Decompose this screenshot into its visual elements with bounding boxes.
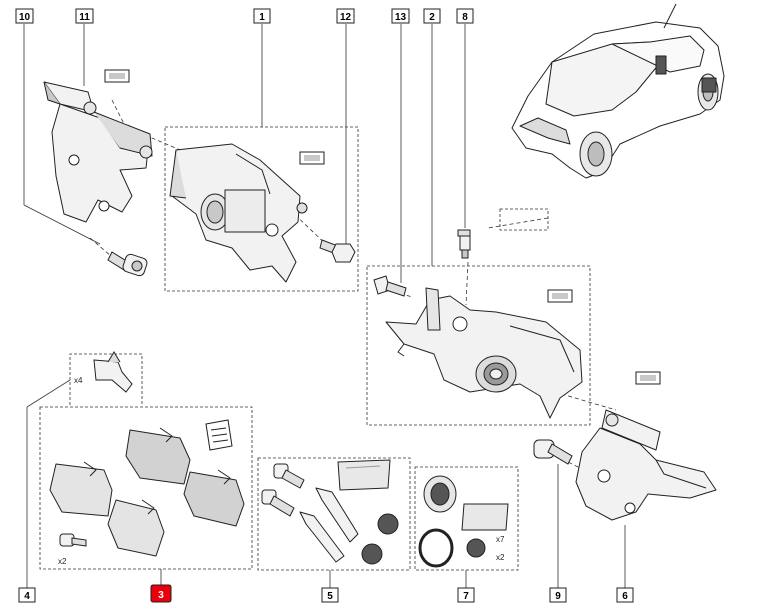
ref-badge-3[interactable]: 3 bbox=[150, 584, 172, 603]
group-box-caliper-2 bbox=[366, 265, 591, 426]
qty-clips: x4 bbox=[74, 376, 83, 385]
ref-badge-2[interactable]: 2 bbox=[423, 8, 441, 24]
info-tag-icon bbox=[104, 69, 130, 83]
info-tag-icon bbox=[299, 151, 325, 165]
ref-label-13: 13 bbox=[395, 12, 407, 23]
ref-badge-9[interactable]: 9 bbox=[549, 587, 567, 603]
part-10-bracket-bolt[interactable] bbox=[107, 251, 148, 277]
grease-icon bbox=[461, 503, 509, 531]
ref-label-2: 2 bbox=[429, 12, 435, 23]
group-box-pads bbox=[39, 406, 253, 570]
group-box-caliper-1 bbox=[164, 126, 359, 292]
ref-label-6: 6 bbox=[622, 591, 628, 602]
ref-label-12: 12 bbox=[340, 12, 352, 23]
ref-badge-13[interactable]: 13 bbox=[391, 8, 410, 24]
part-11-caliper-bracket[interactable] bbox=[43, 81, 153, 223]
grease-icon bbox=[337, 459, 391, 491]
part-4-pad-clips[interactable] bbox=[93, 351, 133, 393]
ref-badge-1[interactable]: 1 bbox=[253, 8, 271, 24]
document-icon bbox=[205, 419, 233, 451]
qty-boots: x2 bbox=[496, 553, 505, 562]
group-box-seal-kit bbox=[414, 466, 519, 571]
part-8-bleed-screw[interactable] bbox=[457, 229, 471, 259]
pad-bolt-icon bbox=[59, 533, 87, 547]
ref-label-1: 1 bbox=[259, 12, 265, 23]
qty-seal-kit: x7 bbox=[496, 535, 505, 544]
ref-label-10: 10 bbox=[19, 12, 31, 23]
part-9-bracket-bolt[interactable] bbox=[533, 439, 573, 465]
ref-label-11: 11 bbox=[79, 12, 90, 23]
part-7-seal-kit[interactable] bbox=[418, 475, 486, 568]
ref-badge-12[interactable]: 12 bbox=[336, 8, 355, 24]
ref-label-5: 5 bbox=[327, 591, 333, 602]
part-13-caliper-bolt[interactable] bbox=[373, 275, 407, 297]
ref-label-4: 4 bbox=[24, 591, 30, 602]
ref-badge-8[interactable]: 8 bbox=[456, 8, 474, 24]
ref-badge-7[interactable]: 7 bbox=[457, 587, 475, 603]
car-icon bbox=[511, 3, 725, 179]
ref-badge-5[interactable]: 5 bbox=[321, 587, 339, 603]
ref-label-3: 3 bbox=[158, 590, 164, 601]
bleed-label-box bbox=[499, 208, 549, 231]
ref-badge-11[interactable]: 11 bbox=[75, 8, 94, 24]
group-box-clips bbox=[69, 353, 143, 405]
ref-badge-6[interactable]: 6 bbox=[616, 587, 634, 603]
part-1-brake-caliper[interactable] bbox=[169, 143, 308, 283]
ref-label-9: 9 bbox=[555, 591, 561, 602]
info-tag-icon bbox=[547, 289, 573, 303]
group-box-guide-pins bbox=[257, 457, 411, 571]
part-6-caliper-bracket[interactable] bbox=[575, 409, 717, 521]
ref-label-7: 7 bbox=[463, 591, 469, 602]
info-tag-icon bbox=[635, 371, 661, 385]
part-2-brake-caliper[interactable] bbox=[385, 287, 583, 419]
ref-badge-10[interactable]: 10 bbox=[15, 8, 34, 24]
part-3-brake-pads[interactable] bbox=[49, 427, 245, 557]
ref-badge-4[interactable]: 4 bbox=[18, 587, 36, 603]
qty-pad-bolts: x2 bbox=[58, 557, 67, 566]
part-5-guide-pin-kit[interactable] bbox=[261, 463, 399, 565]
part-12-caliper-bolt[interactable] bbox=[319, 239, 356, 263]
ref-label-8: 8 bbox=[462, 12, 468, 23]
